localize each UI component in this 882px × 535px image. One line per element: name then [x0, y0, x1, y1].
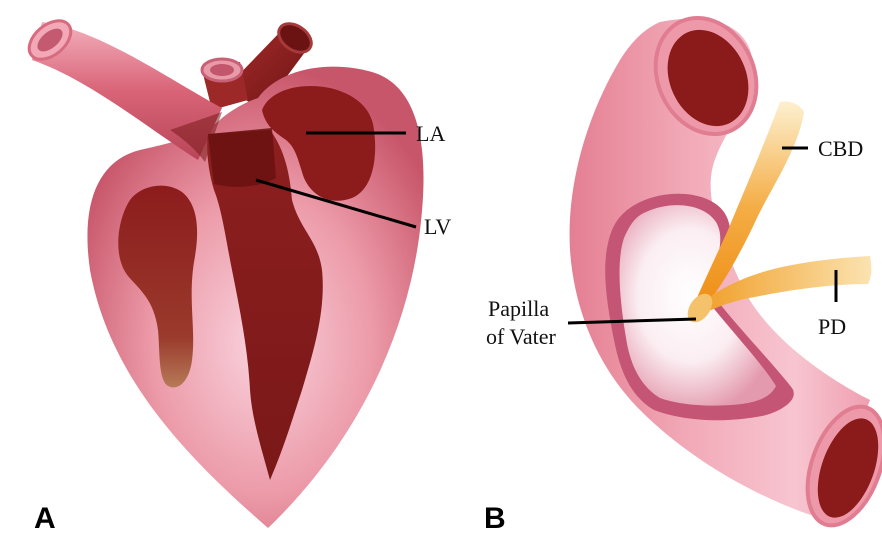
mitral-junction — [208, 128, 276, 187]
label-la: LA — [416, 121, 445, 146]
duodenum-illustration — [570, 1, 882, 535]
label-papilla-line1: Papilla — [488, 296, 549, 321]
heart-illustration — [22, 13, 424, 528]
label-papilla-line2: of Vater — [486, 324, 557, 349]
panel-label-a: A — [34, 502, 56, 535]
label-lv: LV — [424, 214, 451, 239]
panel-label-b: B — [484, 502, 506, 535]
label-pd: PD — [818, 314, 846, 339]
label-cbd: CBD — [818, 136, 863, 161]
